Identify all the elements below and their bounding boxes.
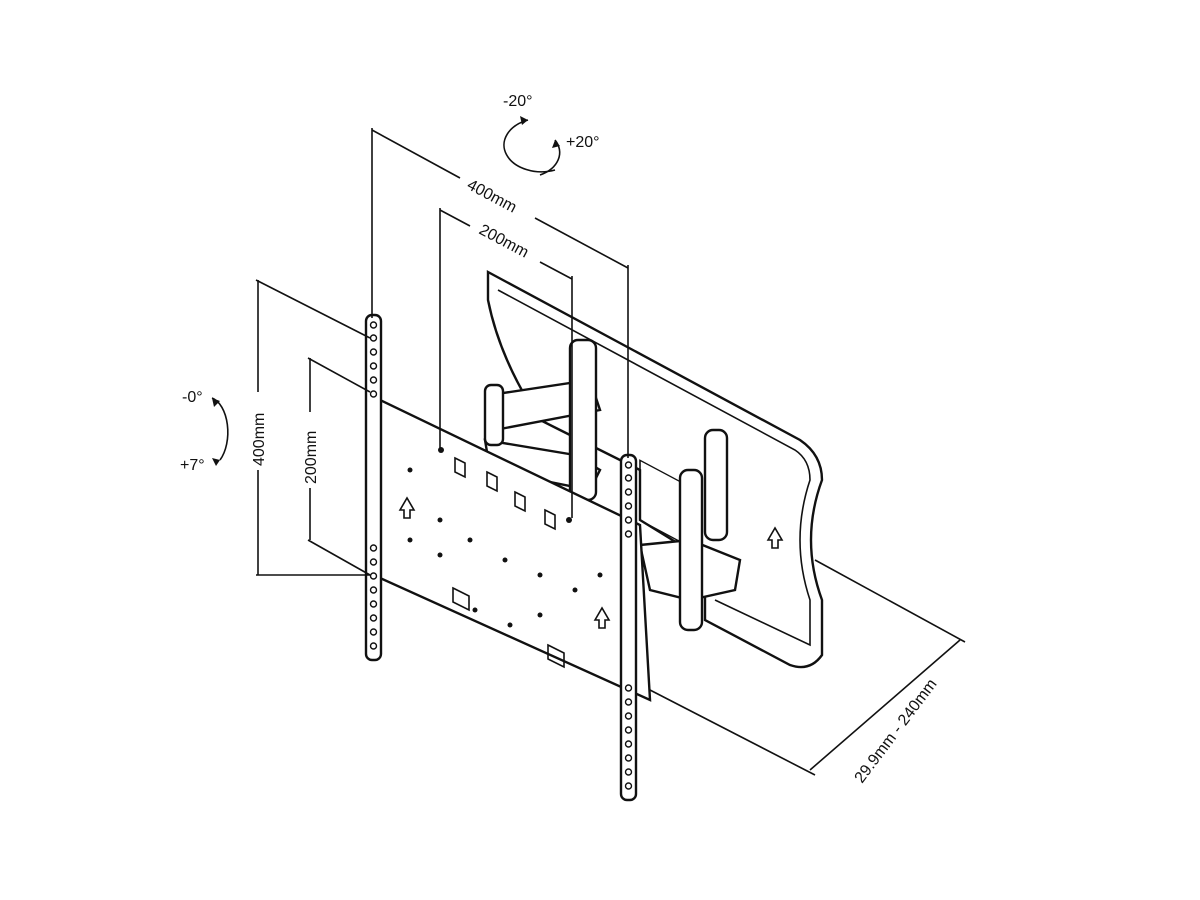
rail-hole: [624, 698, 633, 706]
rail-hole: [369, 614, 378, 622]
vertical-outer-dim: 400mm: [251, 413, 268, 466]
vertical-inner-dim: 200mm: [303, 431, 320, 484]
rail-hole: [369, 390, 378, 398]
rail-hole: [369, 348, 378, 356]
rail-hole: [369, 558, 378, 566]
rail-hole: [624, 488, 633, 496]
rail-hole: [624, 740, 633, 748]
depth-dim-label: 29.9mm - 240mm: [852, 676, 941, 786]
rail-hole: [624, 516, 633, 524]
rail-hole: [624, 712, 633, 720]
rail-hole: [624, 684, 633, 692]
rail-hole: [369, 321, 378, 329]
rail-hole: [624, 502, 633, 510]
rail-hole: [624, 474, 633, 482]
rail-hole: [369, 642, 378, 650]
swivel-minus-label: -20°: [503, 93, 533, 110]
rail-hole: [624, 754, 633, 762]
rail-hole: [624, 726, 633, 734]
rail-hole: [369, 586, 378, 594]
rail-hole: [369, 362, 378, 370]
rail-hole: [624, 782, 633, 790]
rail-hole: [369, 572, 378, 580]
horizontal-outer-dim: 400mm: [464, 177, 519, 217]
rail-hole: [624, 768, 633, 776]
left-rail: [364, 313, 383, 662]
horizontal-dimensions: [371, 128, 629, 518]
rail-hole: [624, 461, 633, 469]
swivel-arrows-icon: [503, 116, 561, 176]
right-rail: [619, 453, 638, 802]
depth-dimension: [649, 559, 966, 776]
vertical-dimensions: [255, 279, 371, 576]
tilt-arrows-icon: [211, 397, 229, 466]
rail-hole: [624, 530, 633, 538]
swivel-plus-label: +20°: [566, 134, 600, 151]
rail-hole: [369, 334, 378, 342]
rail-hole: [369, 600, 378, 608]
tilt-minus-label: -0°: [182, 389, 203, 406]
rail-hole: [369, 628, 378, 636]
horizontal-inner-dim: 200mm: [476, 222, 531, 262]
rail-hole: [369, 544, 378, 552]
tilt-plus-label: +7°: [180, 457, 205, 474]
rail-hole: [369, 376, 378, 384]
